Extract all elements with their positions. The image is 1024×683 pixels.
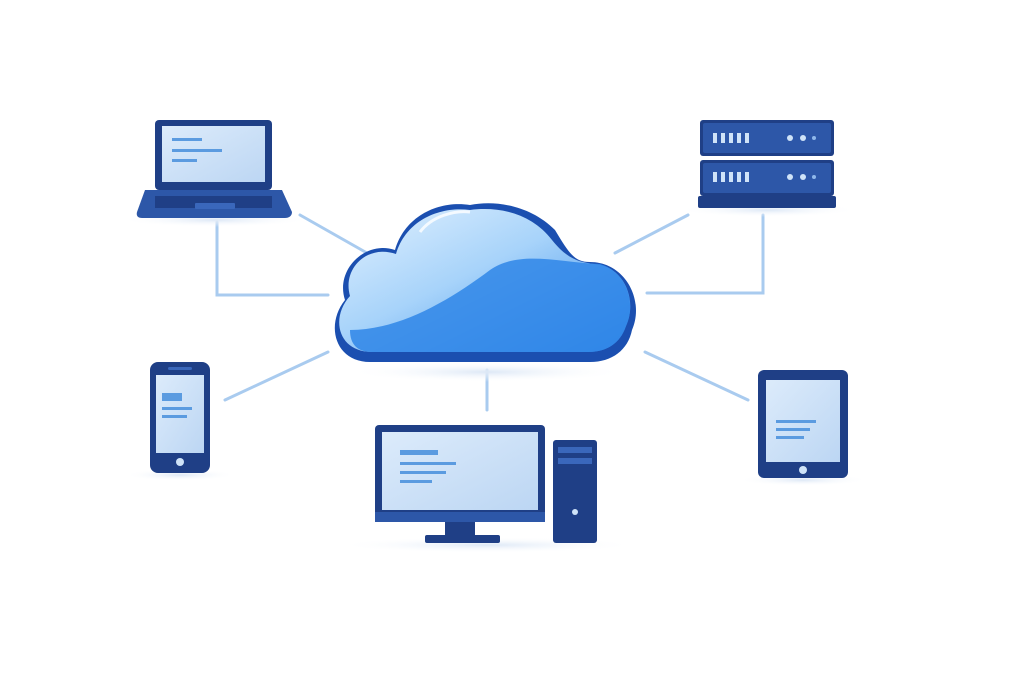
connectors — [215, 213, 765, 412]
cloud-icon — [334, 203, 636, 362]
laptop-icon — [136, 120, 292, 218]
connector-laptop-elbow — [215, 220, 330, 297]
tablet-icon — [758, 370, 848, 478]
connector-laptop-diagonal — [298, 213, 369, 255]
connector-server-elbow — [645, 213, 765, 295]
smartphone-icon — [150, 362, 210, 473]
server-rack-icon — [698, 120, 836, 208]
connector-tablet — [643, 350, 750, 402]
connector-phone — [223, 350, 330, 402]
connector-server-diagonal — [613, 213, 690, 255]
desktop-computer-icon — [375, 425, 597, 543]
